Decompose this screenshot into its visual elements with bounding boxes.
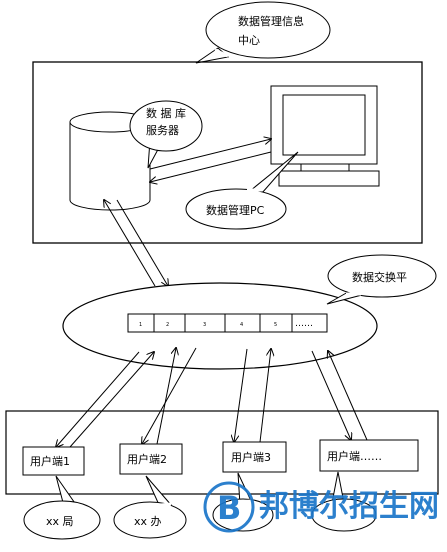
client-4-callout	[311, 471, 377, 532]
arrow-exchange-to-client4	[311, 350, 351, 440]
client-4: 用户端……	[319, 439, 419, 472]
exchange-cell-4: 4	[240, 322, 243, 328]
client-2: 用户端2	[119, 443, 183, 475]
exchange-callout: 数据交换平	[326, 254, 437, 305]
arrow-db-to-exchange	[116, 199, 168, 286]
exchange-cell-1: 1	[139, 322, 142, 328]
arrow-exchange-to-client1	[56, 351, 140, 447]
exchange-cell-5: 5	[274, 322, 277, 328]
client-3: 用户端3	[222, 441, 287, 473]
arrow-client2-to-exchange	[156, 348, 176, 445]
pc-monitor-icon	[270, 85, 380, 187]
arrow-db-to-pc	[149, 139, 271, 170]
client-2-callout-label: xx 办	[134, 515, 162, 528]
center-callout: 数据管理信息 中心	[195, 1, 331, 64]
arrow-exchange-to-client2	[142, 347, 197, 444]
arrow-pc-to-db	[150, 151, 272, 182]
arrow-client1-to-exchange	[69, 352, 154, 448]
client-1-callout-label: xx 局	[46, 515, 74, 528]
client-1-callout: xx 局	[23, 475, 101, 540]
center-callout-line1: 数据管理信息	[238, 14, 304, 28]
clients-box	[5, 410, 439, 495]
db-callout-line1: 数 据 库	[146, 106, 186, 120]
watermark-logo-letter: B	[217, 489, 241, 527]
client-1-label: 用户端1	[30, 454, 70, 468]
pc-callout-label: 数据管理PC	[206, 203, 265, 217]
db-callout: 数 据 库 服务器	[129, 100, 203, 169]
data-center-box	[32, 61, 423, 244]
client-2-callout: xx 办	[113, 475, 187, 539]
arrow-exchange-to-client3	[234, 348, 248, 442]
client-2-label: 用户端2	[127, 452, 167, 466]
watermark-logo-icon	[203, 481, 255, 533]
exchange-cell-more: ……	[295, 319, 313, 329]
pc-callout: 数据管理PC	[185, 151, 299, 230]
exchange-cell-3: 3	[203, 322, 206, 328]
exchange-callout-label: 数据交换平	[352, 270, 407, 284]
arrow-exchange-to-db	[104, 200, 156, 287]
db-callout-line2: 服务器	[146, 124, 179, 137]
exchange-cell-2: 2	[166, 322, 169, 328]
watermark: B 邦博尔招生网	[203, 481, 439, 533]
center-callout-line2: 中心	[238, 34, 260, 47]
client-3-label: 用户端3	[231, 450, 271, 464]
watermark-text: 邦博尔招生网	[259, 489, 439, 524]
client-1: 用户端1	[22, 446, 85, 476]
arrow-client3-to-exchange	[259, 349, 271, 443]
exchange-cells: 1 2 3 4 5 ……	[127, 313, 328, 333]
client-4-label: 用户端……	[327, 449, 382, 463]
arrow-client4-to-exchange	[328, 351, 368, 441]
